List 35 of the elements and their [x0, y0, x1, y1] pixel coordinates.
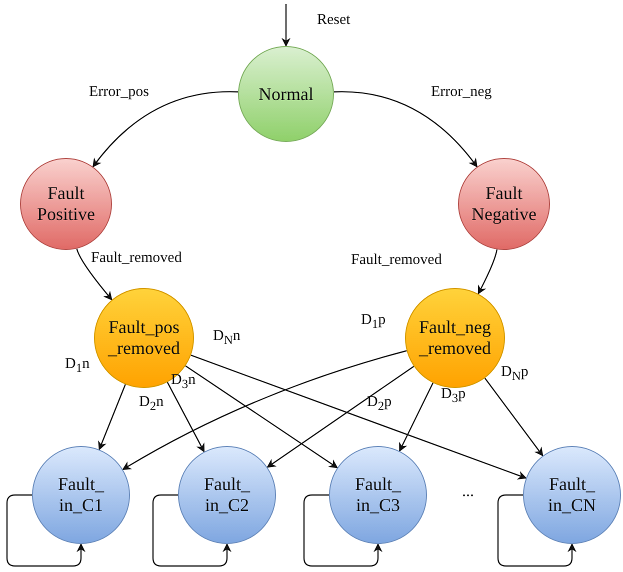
arrow — [303, 494, 382, 567]
edge-label: Fault_removed — [350, 252, 443, 268]
arrow — [152, 494, 232, 567]
edge-label: D$_{N}$n — [212, 328, 242, 348]
arrow — [76, 248, 112, 300]
state-circle: Normal — [238, 46, 334, 142]
state-circle: Fault_ in_C2 — [178, 446, 276, 544]
arrow — [6, 494, 86, 567]
arrow — [166, 382, 205, 452]
arrow — [399, 382, 434, 452]
arrow — [334, 91, 478, 168]
ellipsis-label: ... — [462, 483, 474, 501]
arrow — [484, 378, 544, 456]
arrow — [185, 365, 338, 468]
edge-label: D$_{3}$p — [440, 386, 467, 406]
state-circle: Fault_ in_C1 — [32, 446, 130, 544]
edge-label: Reset — [316, 12, 352, 28]
state-circle: Fault_ in_CN — [523, 446, 621, 544]
arrow — [266, 366, 414, 468]
edge-label: D$_{1}$p — [360, 312, 387, 332]
state-circle: Fault_ in_C3 — [329, 446, 427, 544]
edge-label: Fault_removed — [90, 250, 183, 266]
edge-label: D$_{1}$n — [64, 356, 91, 376]
arrow — [478, 249, 498, 295]
edge-label: Error_pos — [88, 84, 150, 100]
arrow — [282, 4, 290, 47]
state-circle: Fault Negative — [458, 158, 550, 250]
arrow — [190, 354, 527, 480]
arrow — [497, 494, 576, 567]
state-circle: Fault Positive — [20, 158, 112, 250]
arrow — [98, 384, 126, 450]
arrow — [92, 91, 238, 168]
edge-label: Error_neg — [430, 84, 493, 100]
arrow — [122, 350, 407, 470]
edge-label: D$_{2}$n — [138, 394, 165, 414]
